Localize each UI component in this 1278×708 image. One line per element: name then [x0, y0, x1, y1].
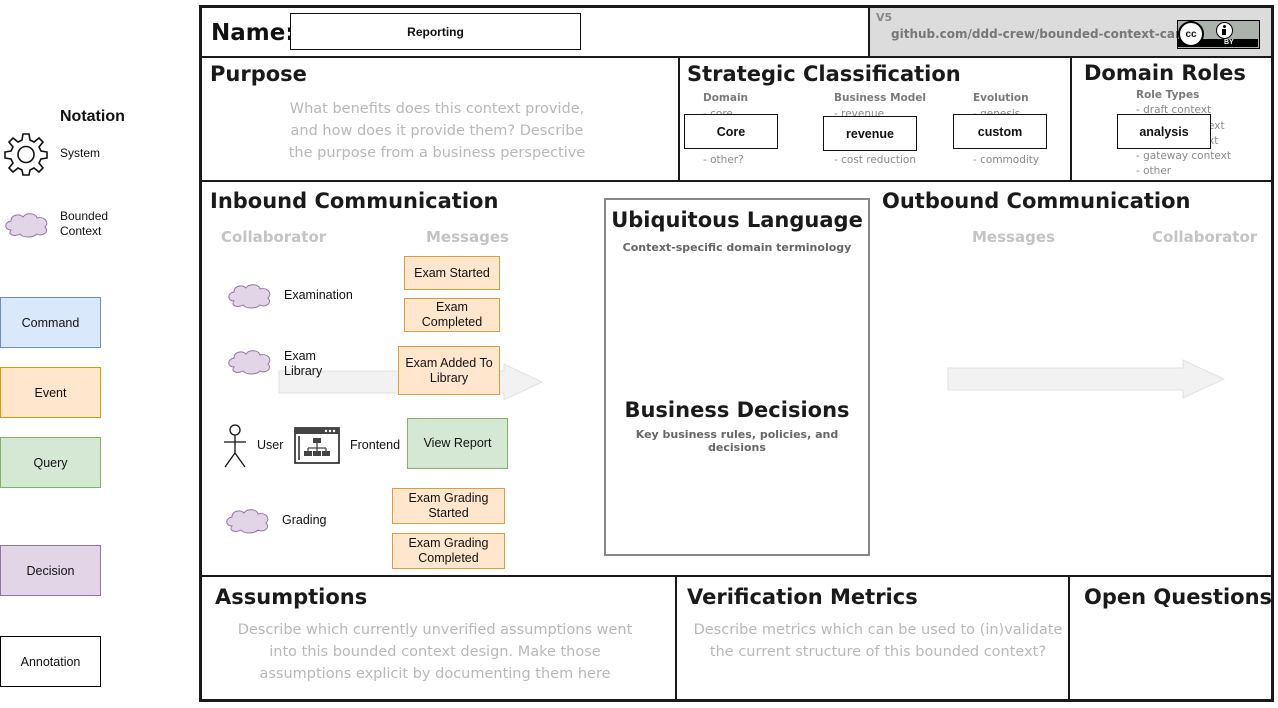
evolution-bottom-hint: - commodity — [973, 154, 1040, 166]
legend-bounded-context-label: Bounded Context — [60, 209, 109, 238]
evolution-top-hint: - genesis — [973, 108, 1021, 116]
domain-field[interactable]: Core — [684, 114, 778, 149]
business-decisions-subtitle: Key business rules, policies, and decisi… — [635, 428, 839, 454]
version-label: V5 — [876, 11, 893, 24]
outbound-arrow — [947, 359, 1226, 399]
grading-context-icon — [226, 509, 269, 534]
role-hint-analysis-fragment: xt — [1208, 135, 1219, 147]
by-person-icon — [1216, 22, 1233, 39]
bounded-context-canvas: V5 github.com/ddd-crew/bounded-context-c… — [199, 5, 1274, 702]
cc-by-license-badge: cc BY — [1177, 20, 1260, 49]
verification-metrics-title: Verification Metrics — [687, 585, 918, 609]
frontend-system-icon — [294, 427, 340, 464]
user-actor-icon — [224, 424, 246, 468]
inbound-collaborator-heading: Collaborator — [221, 228, 327, 246]
purpose-title: Purpose — [210, 62, 307, 86]
event-exam-grading-started[interactable]: Exam Grading Started — [392, 488, 505, 524]
role-hint-draft: - draft context — [1136, 104, 1212, 116]
legend-query: Query — [0, 437, 101, 488]
outbound-collaborator-heading: Collaborator — [1152, 228, 1258, 246]
name-field[interactable]: Reporting — [290, 13, 581, 50]
business-decisions-title: Business Decisions — [624, 398, 850, 422]
event-exam-added-to-library[interactable]: Exam Added To Library — [398, 346, 500, 395]
ubiquitous-language-title: Ubiquitous Language — [611, 208, 863, 232]
github-link[interactable]: github.com/ddd-crew/bounded-context-canv… — [891, 27, 1207, 41]
collaborator-frontend: Frontend — [350, 438, 401, 452]
domain-roles-title: Domain Roles — [1084, 61, 1246, 85]
collaborator-user: User — [257, 438, 284, 452]
purpose-hint: What benefits does this context provide,… — [288, 101, 586, 161]
role-hint-gateway: - gateway context — [1136, 150, 1231, 162]
assumptions-hint: Describe which currently unverified assu… — [237, 622, 633, 682]
name-label: Name: — [211, 20, 295, 46]
event-exam-grading-completed[interactable]: Exam Grading Completed — [392, 533, 505, 569]
collaborator-exam-library: Exam Library — [284, 349, 323, 378]
examination-context-icon — [228, 284, 271, 309]
legend-event: Event — [0, 367, 101, 418]
domain-top-hint: - core — [703, 108, 733, 116]
role-hint-execution-fragment: ext — [1208, 120, 1225, 132]
event-exam-completed[interactable]: Exam Completed — [404, 298, 500, 332]
query-view-report[interactable]: View Report — [407, 418, 508, 469]
evolution-label: Evolution — [973, 92, 1029, 104]
event-exam-started[interactable]: Exam Started — [404, 256, 500, 290]
inbound-messages-heading: Messages — [426, 228, 509, 246]
ubiquitous-language-box: Ubiquitous Language Context-specific dom… — [604, 198, 870, 556]
strategic-classification-title: Strategic Classification — [687, 62, 961, 86]
role-types-label: Role Types — [1136, 89, 1200, 101]
cc-icon: cc — [1178, 21, 1204, 47]
bounded-context-icon — [5, 213, 48, 238]
business-model-label: Business Model — [834, 92, 926, 104]
evolution-field[interactable]: custom — [953, 114, 1047, 149]
verification-metrics-hint: Describe metrics which can be used to (i… — [693, 622, 1063, 660]
business-model-field[interactable]: revenue — [823, 116, 917, 151]
ubiquitous-language-subtitle: Context-specific domain terminology — [622, 241, 852, 254]
legend-system-label: System — [60, 146, 101, 160]
business-model-top-hint: - revenue — [834, 108, 885, 116]
collaborator-examination: Examination — [284, 288, 353, 302]
open-questions-title: Open Questions — [1084, 585, 1273, 609]
by-label: BY — [1224, 39, 1234, 46]
gear-icon — [4, 133, 48, 176]
legend-command: Command — [0, 297, 101, 348]
legend-decision: Decision — [0, 545, 101, 596]
assumptions-title: Assumptions — [215, 585, 368, 609]
business-model-bottom-hint: - cost reduction — [834, 154, 917, 166]
domain-bottom-hint: - other? — [703, 154, 744, 166]
collaborator-grading: Grading — [282, 513, 327, 527]
outbound-messages-heading: Messages — [972, 228, 1055, 246]
outbound-communication-title: Outbound Communication — [882, 189, 1191, 213]
notation-title: Notation — [60, 108, 125, 125]
domain-label: Domain — [703, 92, 749, 104]
legend-annotation: Annotation — [0, 636, 101, 687]
exam-library-context-icon — [228, 350, 271, 375]
role-hint-other: - other — [1136, 165, 1172, 177]
domain-role-field[interactable]: analysis — [1117, 114, 1211, 149]
inbound-communication-title: Inbound Communication — [210, 189, 499, 213]
